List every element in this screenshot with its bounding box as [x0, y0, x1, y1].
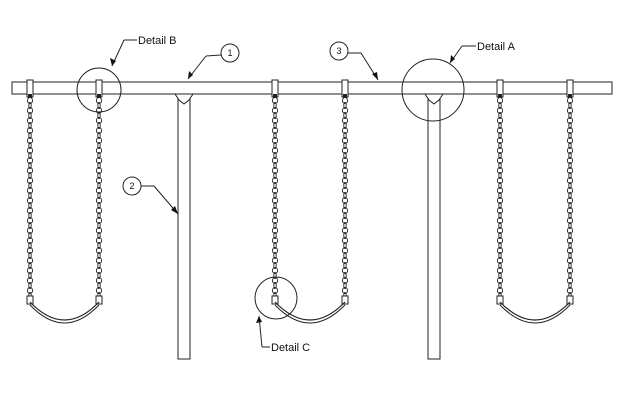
swing-1: [26, 97, 103, 324]
detail-c-label: Detail C: [271, 342, 310, 354]
balloon-1: 1: [187, 43, 240, 80]
seat: [274, 301, 346, 321]
detail-a-circle: [401, 58, 465, 122]
right-post: [424, 93, 444, 360]
hangers: [26, 79, 574, 98]
seat-bracket: [95, 295, 103, 305]
swing-3: [496, 97, 574, 324]
detail-b-leader: [110, 39, 137, 67]
detail-c-circle: [254, 276, 298, 320]
seat-bracket: [341, 295, 349, 305]
seat-bracket: [26, 295, 34, 305]
balloon-2: 2: [122, 176, 179, 215]
detail-a-leader: [449, 45, 476, 64]
hanger-clamp: [566, 79, 574, 98]
hanger-clamp: [341, 79, 349, 98]
seat-edge: [274, 304, 346, 324]
chain: [26, 97, 34, 299]
detail-b-label: Detail B: [138, 35, 177, 47]
hanger-clamp: [26, 79, 34, 98]
swing-2: [271, 97, 349, 324]
top-beam: [11, 81, 613, 95]
chain: [566, 97, 574, 299]
seat-edge: [29, 304, 100, 324]
balloon-3: 3: [329, 41, 379, 81]
chain: [496, 97, 504, 299]
chain: [341, 97, 349, 299]
hanger-clamp: [95, 79, 103, 98]
chain: [271, 97, 279, 299]
svg-text:3: 3: [336, 46, 341, 56]
seat: [29, 301, 100, 321]
seat-bracket: [271, 295, 279, 305]
swings: [26, 97, 574, 324]
left-post: [174, 93, 194, 360]
seat-edge: [499, 304, 571, 324]
chain: [95, 97, 103, 299]
detail-c-leader: [256, 315, 270, 348]
seat-bracket: [566, 295, 574, 305]
hanger-clamp: [496, 79, 504, 98]
seat: [499, 301, 571, 321]
hanger-clamp: [271, 79, 279, 98]
detail-b-circle: [76, 67, 122, 113]
svg-text:1: 1: [227, 48, 232, 58]
seat-bracket: [496, 295, 504, 305]
svg-text:2: 2: [129, 181, 134, 191]
detail-a-label: Detail A: [477, 41, 516, 53]
